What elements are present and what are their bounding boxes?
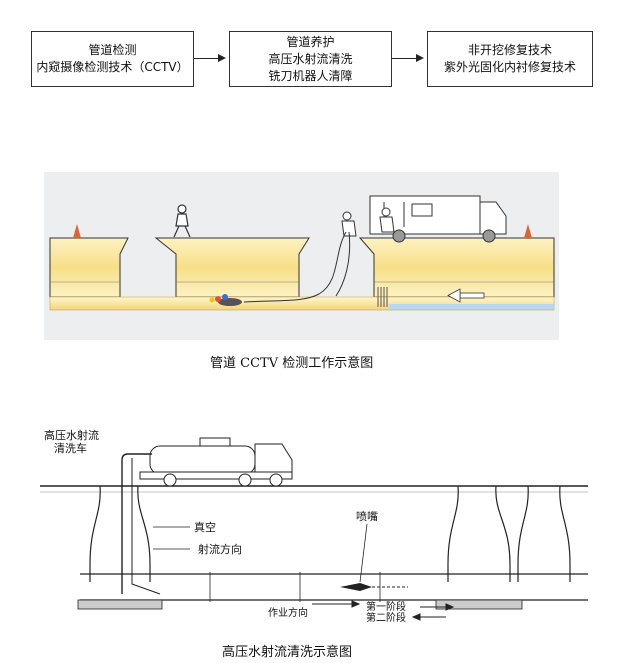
flow-box-repair: 非开挖修复技术 紫外光固化内衬修复技术 <box>427 31 593 87</box>
nozzle-icon <box>340 583 408 591</box>
flow-box-maintenance-title: 管道养护 <box>286 34 335 49</box>
cctv-water-flow <box>389 304 554 309</box>
cctv-diagram <box>44 172 559 340</box>
manhole-well-1 <box>89 485 151 582</box>
flow-arrow-1 <box>194 54 226 62</box>
flow-box-maintenance-detail-1: 高压水射流清洗 <box>268 51 353 66</box>
vehicle-label-1: 高压水射流 <box>44 428 99 442</box>
cctv-caption: 管道 CCTV 检测工作示意图 <box>210 356 374 371</box>
flow-box-inspection-detail: 内窥摄像检测技术（CCTV） <box>36 60 189 74</box>
stage2-label: 第二阶段 <box>366 611 406 622</box>
jet-direction-label: 射流方向 <box>198 542 242 556</box>
cctv-ground-left <box>49 237 129 298</box>
flow-box-inspection: 管道检测 内窥摄像检测技术（CCTV） <box>31 31 194 87</box>
work-direction-label: 作业方向 <box>268 606 308 619</box>
cctv-ground-middle <box>154 237 310 298</box>
stage1-label: 第一阶段 <box>366 600 406 613</box>
jet-hose <box>131 458 161 595</box>
jet-diagram: 高压水射流 清洗车 真空 射流方向 喷嘴 作业方向 第一阶段 第二阶段 <box>40 428 588 622</box>
suction-hose <box>121 453 152 594</box>
manhole-shaft-lines <box>377 287 388 307</box>
manhole-base-1 <box>77 599 163 610</box>
cctv-cable-2 <box>335 231 351 297</box>
flow-box-repair-title: 非开挖修复技术 <box>467 43 552 57</box>
manhole-base-2 <box>435 599 523 610</box>
cctv-cable <box>243 231 347 303</box>
manhole-well-2 <box>447 485 511 582</box>
manhole-well-3 <box>517 485 571 582</box>
worker-walking-icon <box>173 204 191 238</box>
sewer-pipe <box>80 573 588 601</box>
cctv-ground-right <box>358 237 555 298</box>
cone-icon-right <box>524 224 532 238</box>
nozzle-leader <box>359 523 368 583</box>
jet-truck-icon <box>139 437 293 487</box>
stage-arrows <box>312 600 455 621</box>
vehicle-label-2: 清洗车 <box>54 441 87 455</box>
cctv-camera-crawler-icon <box>209 294 242 306</box>
flow-direction-arrow-icon <box>447 288 485 303</box>
flow-box-maintenance-detail-2: 铣刀机器人清障 <box>268 68 353 83</box>
flow-box-inspection-title: 管道检测 <box>88 43 137 57</box>
flow-arrow-2 <box>392 54 424 62</box>
flow-box-repair-detail: 紫外光固化内衬修复技术 <box>443 60 576 74</box>
nozzle-label: 喷嘴 <box>356 510 378 523</box>
vacuum-label: 真空 <box>194 520 216 534</box>
cone-icon-left <box>73 224 81 238</box>
flow-box-maintenance: 管道养护 高压水射流清洗 铣刀机器人清障 <box>229 31 392 87</box>
jet-caption: 高压水射流清洗示意图 <box>222 645 353 660</box>
